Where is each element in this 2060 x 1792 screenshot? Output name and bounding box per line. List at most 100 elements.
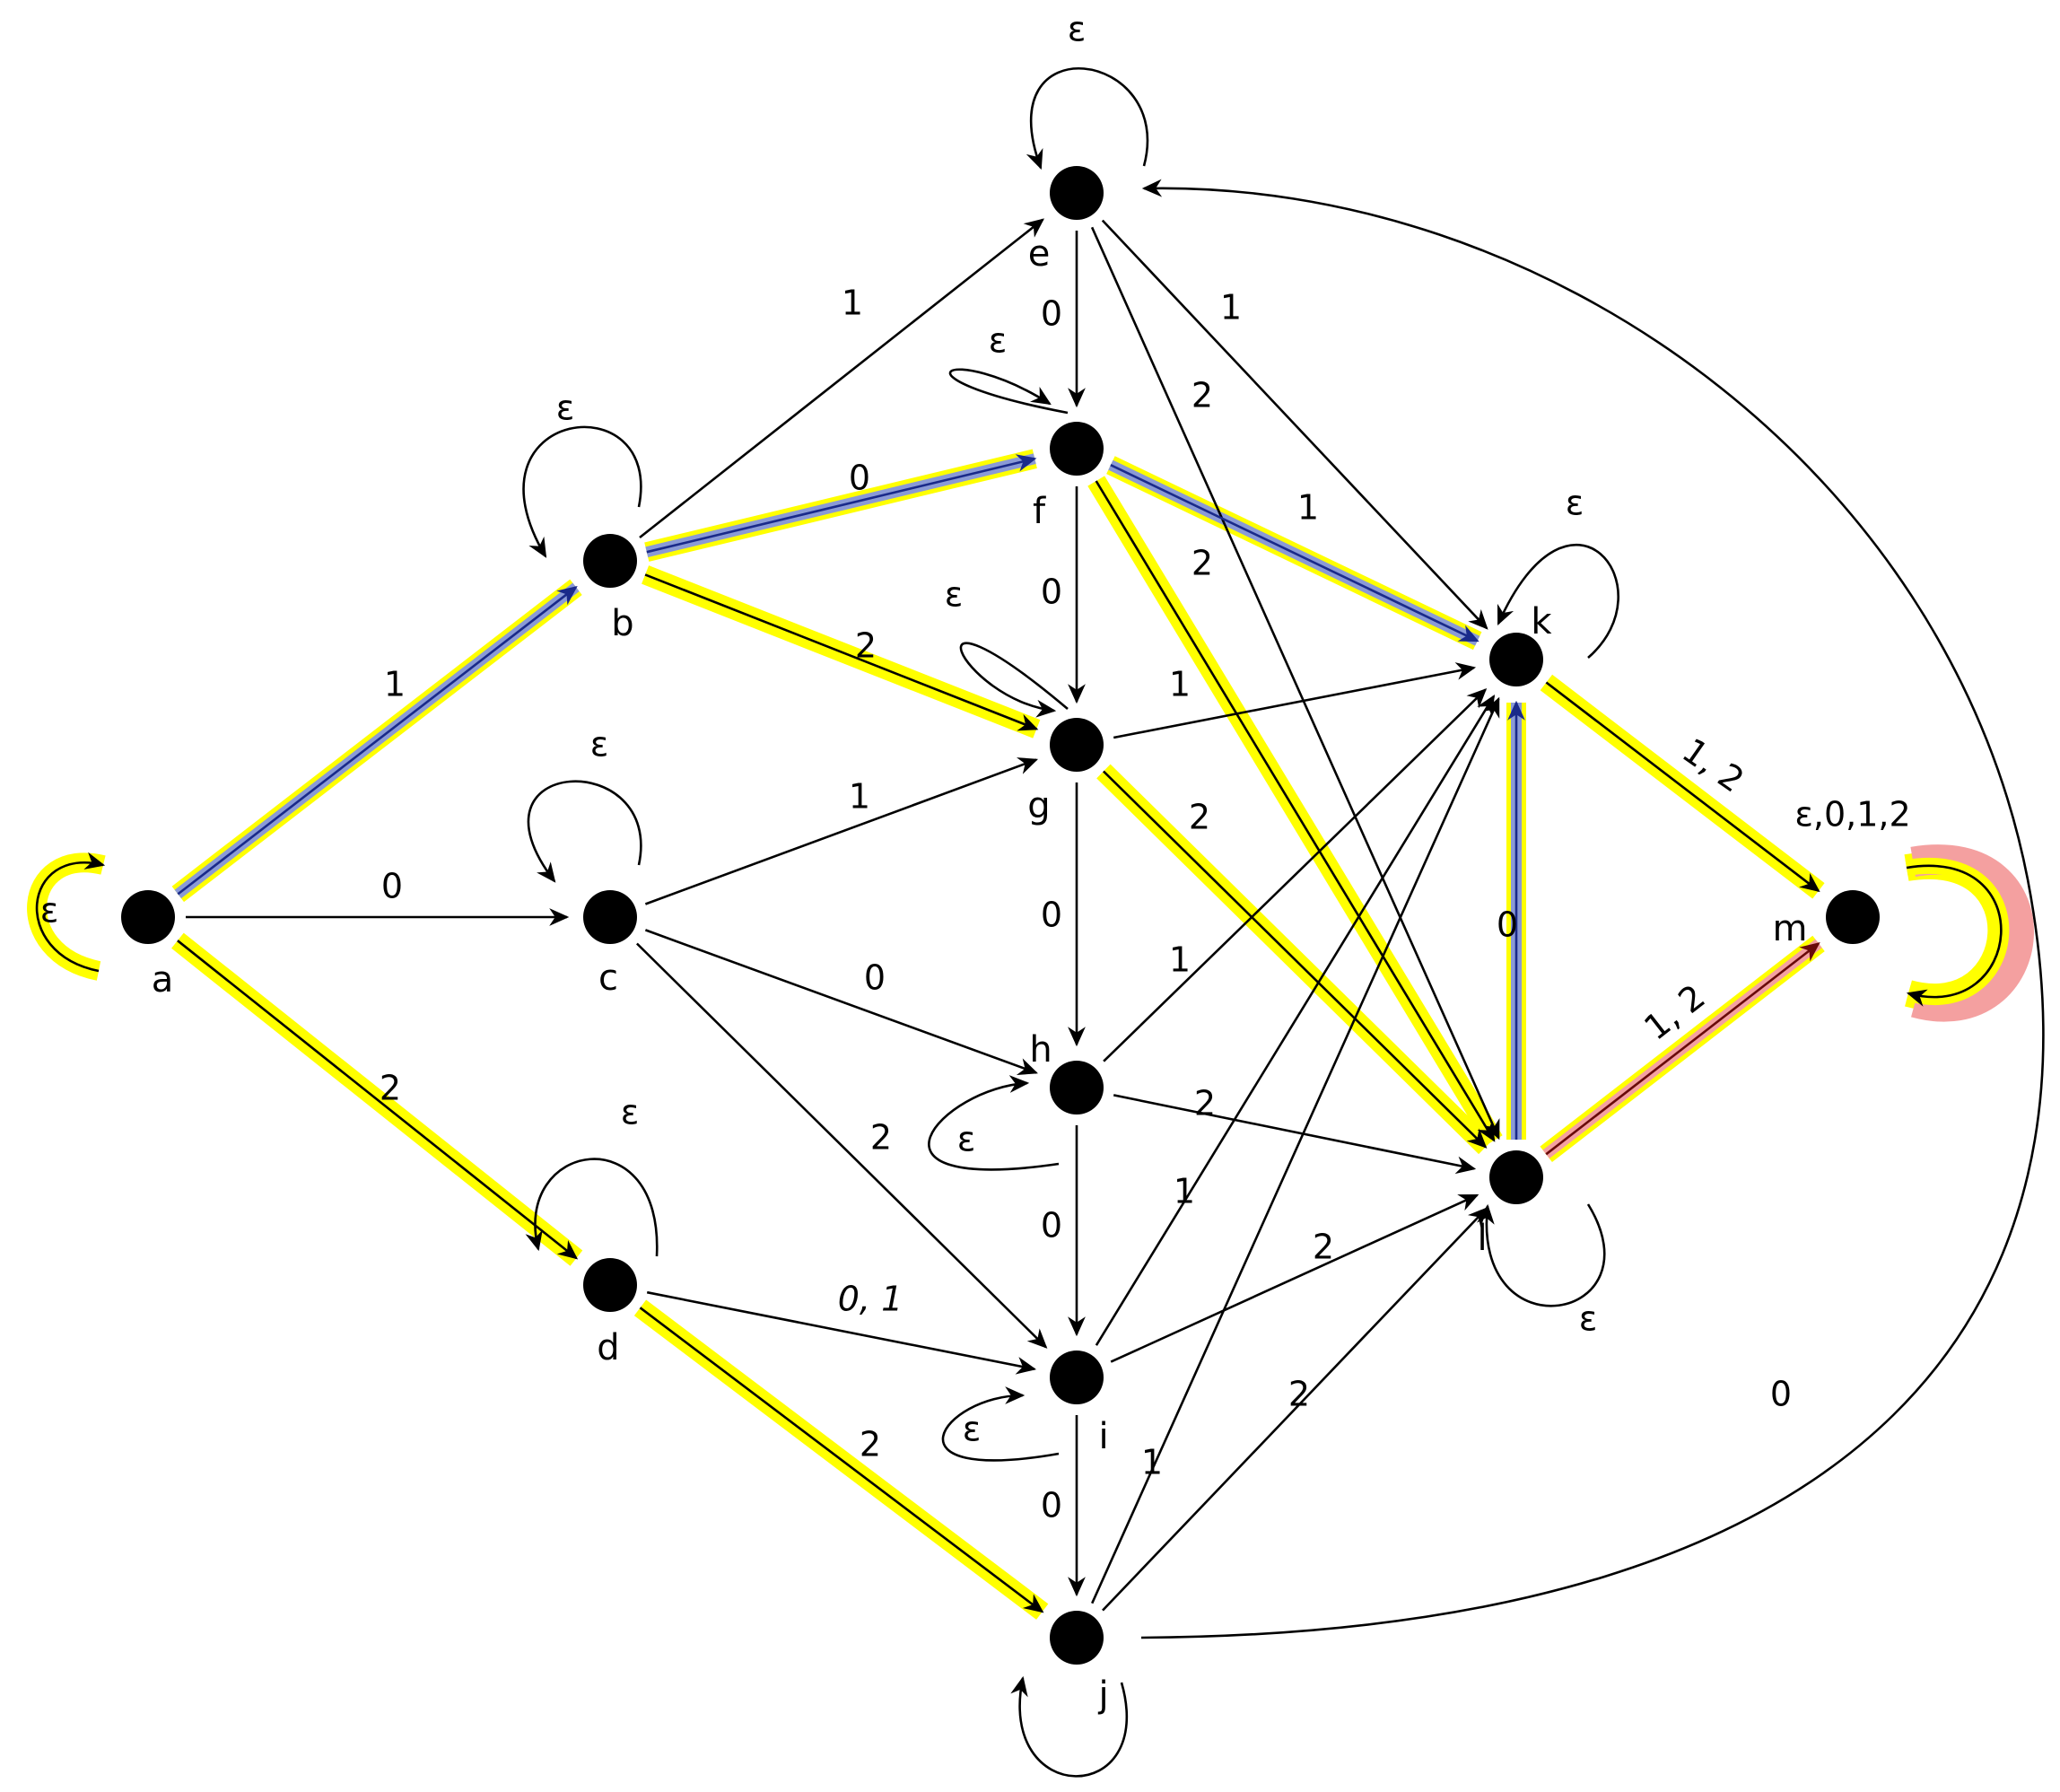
node-label-g: g xyxy=(1027,785,1050,826)
node-a xyxy=(121,890,175,944)
loop-label-c: ε xyxy=(590,725,609,765)
edge-label-a-d: 2 xyxy=(380,1069,401,1108)
loop-f xyxy=(948,368,1069,415)
edge-j-e xyxy=(1140,179,2045,1639)
loop-k xyxy=(1497,543,1619,659)
node-label-b: b xyxy=(611,603,633,644)
node-label-m: m xyxy=(1773,908,1808,949)
edge-label-g-k: 1 xyxy=(1169,665,1191,704)
node-l xyxy=(1489,1150,1543,1204)
loop-a xyxy=(27,852,106,981)
node-d xyxy=(583,1258,637,1312)
edge-label-h-k: 1 xyxy=(1169,940,1191,980)
edge-l-m xyxy=(1545,942,1820,1156)
edge-label-h-l: 2 xyxy=(1194,1084,1216,1123)
edge-label-a-c: 0 xyxy=(381,867,403,906)
edge-f-l xyxy=(1095,480,1496,1142)
edge-e-k xyxy=(1101,219,1488,630)
loop-m-highlight-red xyxy=(1910,844,2034,1022)
edge-label-d-j: 2 xyxy=(860,1425,881,1464)
loop-m-highlight-yellow-inner xyxy=(1905,857,2010,1006)
edge-e-l xyxy=(1090,226,1500,1141)
edge-h-l xyxy=(1113,1094,1477,1175)
edge-label-d-i: 0, 1 xyxy=(838,1280,903,1319)
edge-label-j-l: 2 xyxy=(1288,1375,1310,1414)
edge-g-k xyxy=(1113,662,1477,739)
edge-label-h-i: 0 xyxy=(1041,1206,1062,1246)
edge-label-e-l: 2 xyxy=(1191,376,1213,415)
edge-h-k xyxy=(1103,687,1488,1062)
edge-label-i-j: 0 xyxy=(1041,1486,1062,1525)
edge-i-l xyxy=(1110,1193,1480,1363)
edge-f-k xyxy=(1110,464,1480,642)
edge-j-l xyxy=(1102,1207,1488,1612)
edge-label-j-k: 1 xyxy=(1141,1443,1163,1482)
loop-a-arrow xyxy=(35,852,106,973)
loop-label-k: ε xyxy=(1566,484,1584,523)
loop-label-i: ε xyxy=(963,1410,982,1449)
loop-label-m: ε,0,1,2 xyxy=(1794,795,1910,835)
loop-label-f: ε xyxy=(989,321,1008,361)
loop-label-a: ε xyxy=(40,891,59,931)
edge-g-l xyxy=(1102,770,1488,1149)
node-i xyxy=(1050,1351,1104,1404)
edge-d-i xyxy=(646,1290,1037,1375)
loop-j-path xyxy=(1010,1675,1129,1778)
node-label-j: j xyxy=(1097,1674,1108,1716)
loop-f-path xyxy=(948,368,1069,415)
edge-b-g xyxy=(644,573,1039,731)
loop-c-path xyxy=(527,780,642,883)
loop-l-path xyxy=(1477,1203,1606,1307)
loop-label-d: ε xyxy=(621,1093,640,1132)
node-label-d: d xyxy=(597,1327,619,1368)
node-label-f: f xyxy=(1033,491,1046,532)
edge-c-i xyxy=(635,942,1048,1349)
edge-label-g-h: 0 xyxy=(1041,896,1062,935)
loop-l xyxy=(1477,1203,1606,1307)
edge-label-i-l: 2 xyxy=(1313,1228,1334,1267)
edge-label-j-e: 0 xyxy=(1770,1375,1792,1414)
node-label-a: a xyxy=(152,959,174,1001)
node-label-i: i xyxy=(1098,1416,1108,1457)
edge-label-c-g: 1 xyxy=(849,777,870,817)
loop-b xyxy=(522,425,642,558)
loop-e-path xyxy=(1026,66,1149,170)
edge-label-f-k: 1 xyxy=(1297,488,1319,528)
edge-label-f-g: 0 xyxy=(1041,573,1062,612)
edge-c-h xyxy=(644,929,1038,1076)
node-j xyxy=(1050,1611,1104,1665)
edge-label-l-k: 0 xyxy=(1497,905,1518,945)
loop-j xyxy=(1010,1675,1129,1778)
node-k xyxy=(1489,633,1543,686)
loop-h xyxy=(928,1075,1060,1171)
edge-label-g-l: 2 xyxy=(1189,798,1210,837)
loop-h-path xyxy=(928,1075,1060,1171)
loop-label-b: ε xyxy=(556,389,575,428)
loop-label-g: ε xyxy=(945,575,964,615)
edge-b-f xyxy=(646,454,1037,554)
edge-label-f-l: 2 xyxy=(1191,544,1213,583)
loop-m-path xyxy=(1906,864,2003,1007)
node-label-k: k xyxy=(1531,601,1552,642)
edge-label-a-b: 1 xyxy=(384,665,406,704)
node-e xyxy=(1050,166,1104,220)
edge-label-b-g: 2 xyxy=(855,626,877,666)
edge-label-c-h: 0 xyxy=(864,958,886,998)
node-b xyxy=(583,534,637,588)
loop-i xyxy=(941,1386,1060,1462)
edge-c-g xyxy=(644,757,1039,905)
loop-m xyxy=(1904,844,2034,1022)
edge-a-d xyxy=(177,940,579,1260)
edge-j-k xyxy=(1091,696,1500,1604)
node-label-h: h xyxy=(1029,1029,1052,1071)
edge-label-e-f: 0 xyxy=(1041,294,1062,334)
loop-k-path xyxy=(1497,543,1619,659)
node-c xyxy=(583,890,637,944)
edge-label-e-k: 1 xyxy=(1220,288,1242,328)
loop-label-h: ε xyxy=(957,1120,976,1159)
node-label-c: c xyxy=(598,957,618,999)
loop-b-path xyxy=(522,425,642,558)
node-f xyxy=(1050,422,1104,476)
loop-d-path xyxy=(525,1158,659,1257)
edge-label-c-i: 2 xyxy=(870,1118,892,1158)
